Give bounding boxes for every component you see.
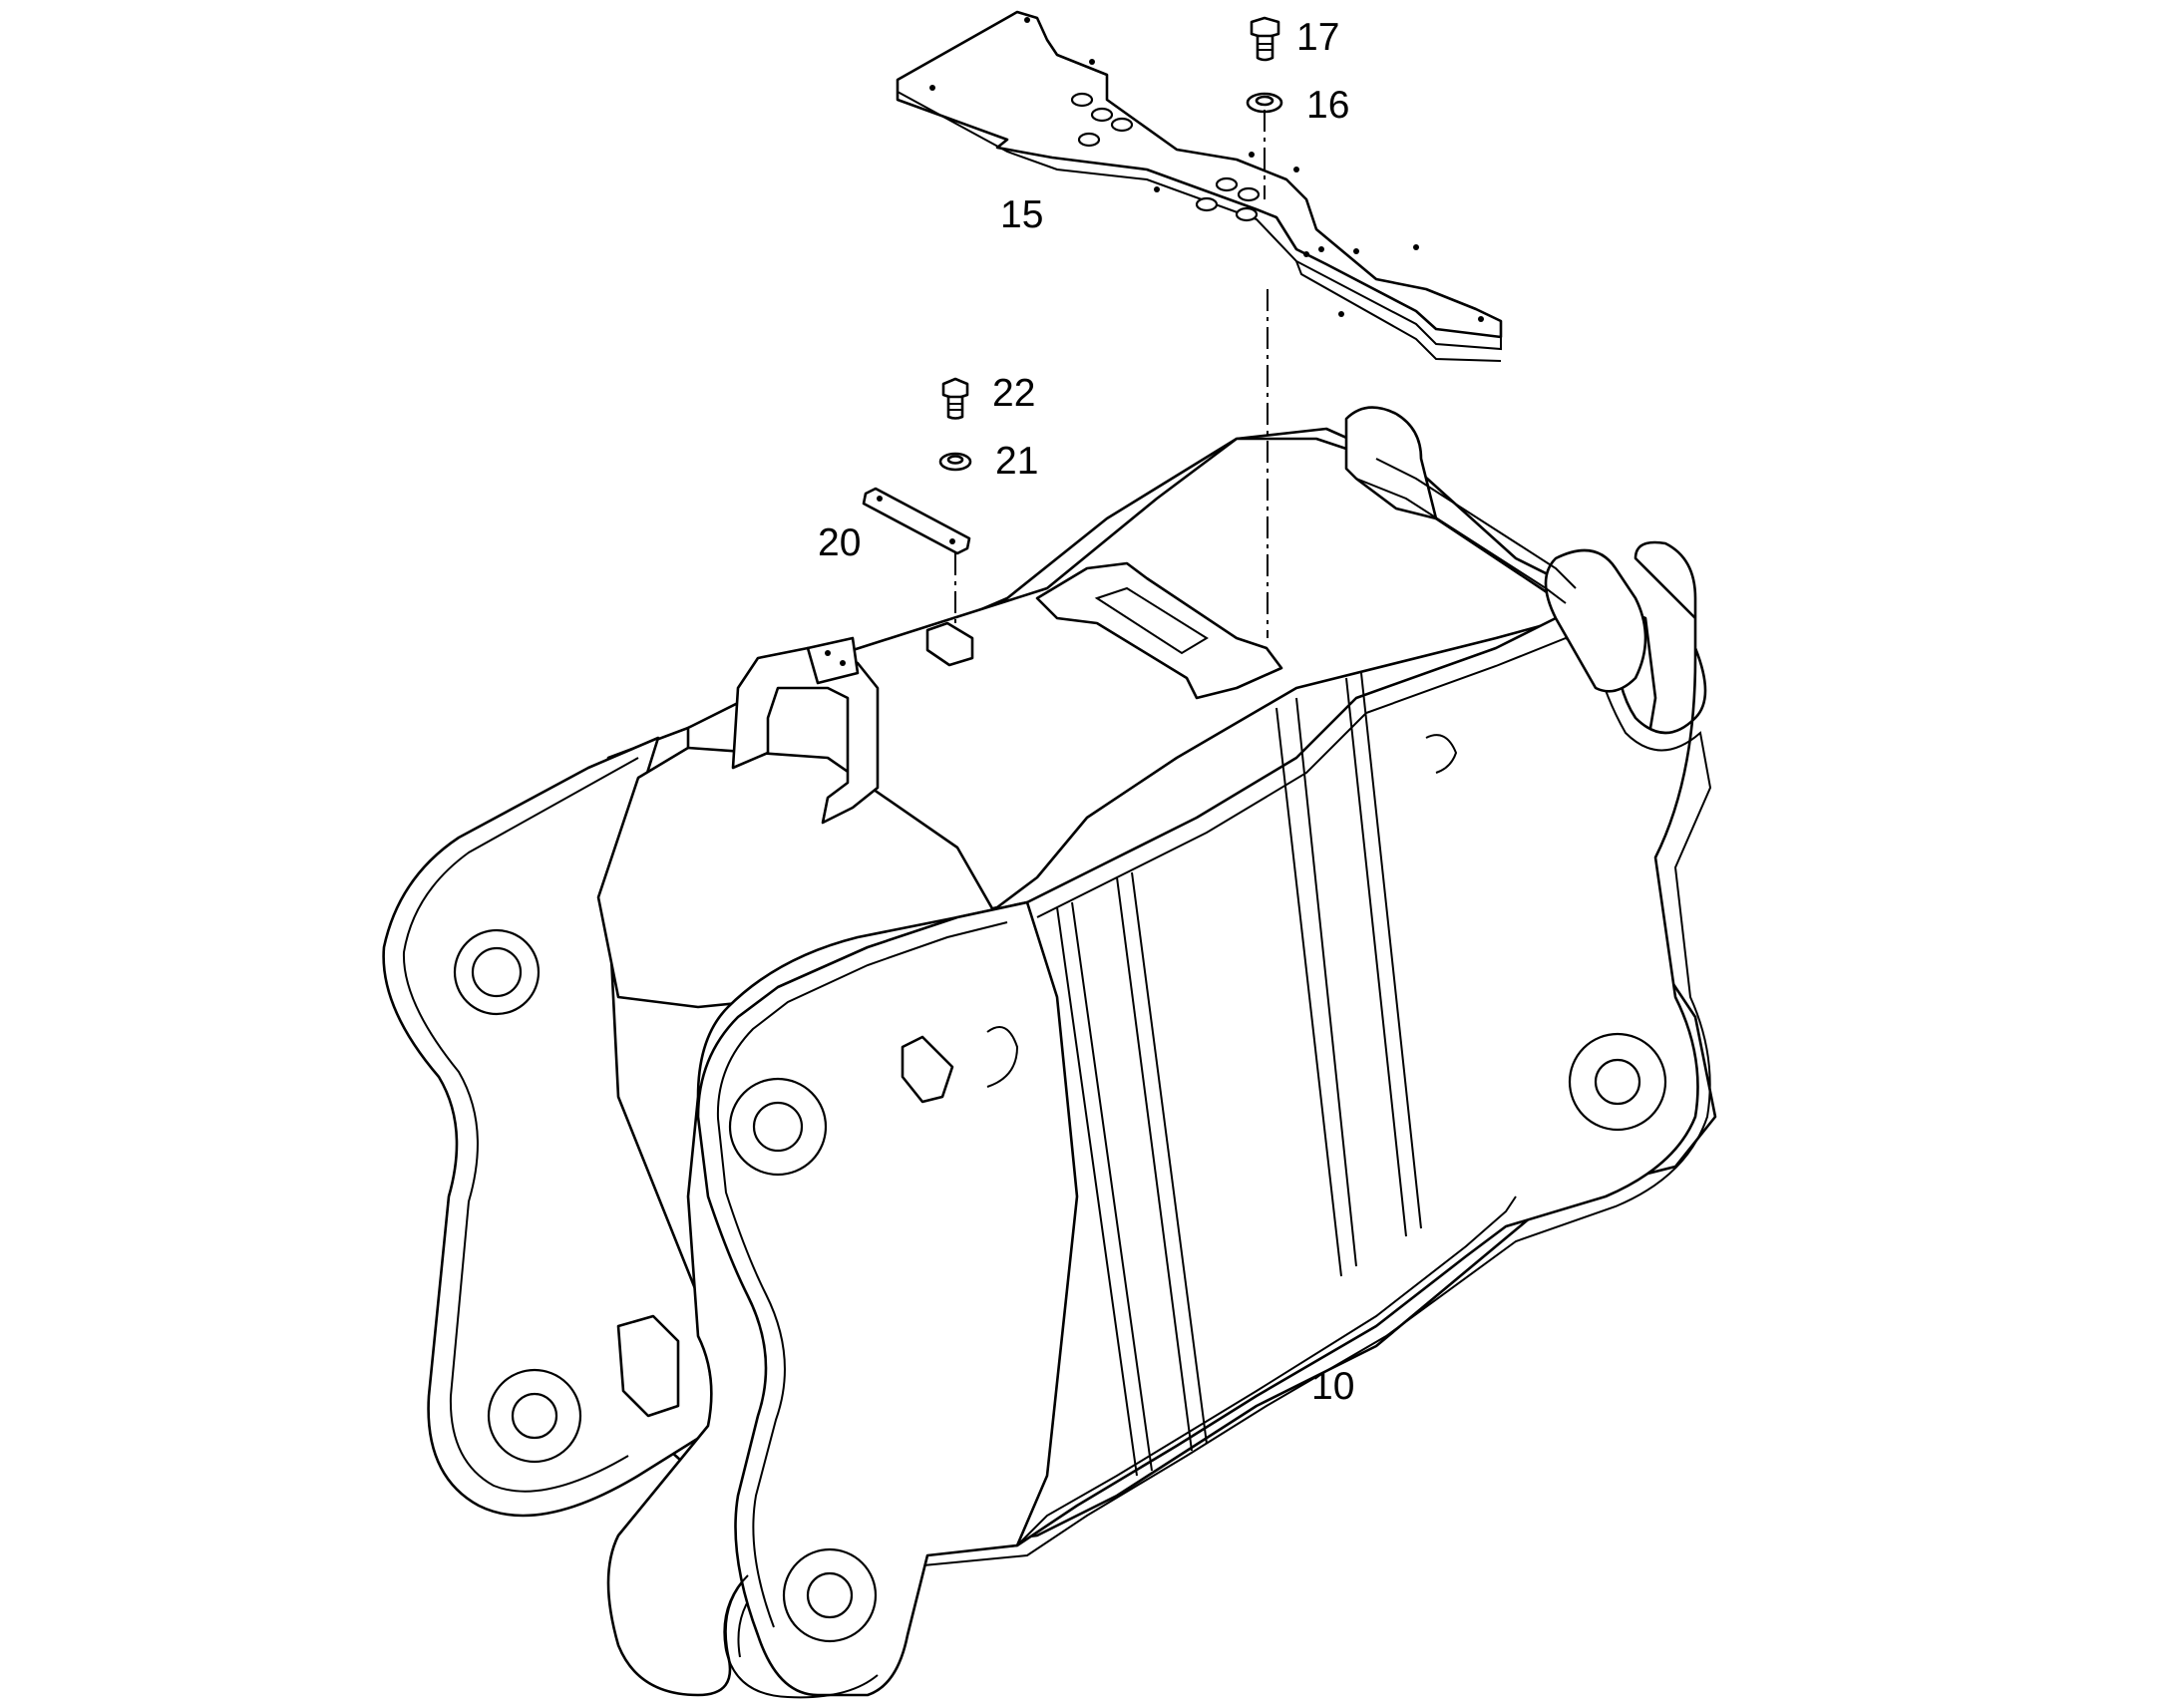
lower-left-pad bbox=[616, 1314, 680, 1418]
top-plate-bolt-4 bbox=[1249, 152, 1255, 158]
top-plate-hole-2 bbox=[1090, 107, 1114, 123]
rib-5 bbox=[1275, 707, 1342, 1277]
lid-mount-frame-slot bbox=[1094, 586, 1209, 655]
strip-20-hole-1 bbox=[877, 496, 883, 502]
bottom-edge bbox=[1016, 1196, 1517, 1546]
rib-6 bbox=[1295, 697, 1357, 1267]
lug-hole-left-top-inner bbox=[471, 946, 523, 998]
bolt-22-head bbox=[941, 377, 969, 401]
strip-20-hole-2 bbox=[949, 538, 955, 544]
top-plate-bolt-3 bbox=[1089, 59, 1095, 65]
rear-hook-lug bbox=[1344, 406, 1438, 520]
front-left-upright bbox=[696, 900, 1079, 1697]
top-plate-hole-5 bbox=[1215, 176, 1239, 192]
bolt-17-thread bbox=[1258, 43, 1272, 51]
washer-21-inner bbox=[946, 455, 964, 465]
rib-2 bbox=[1071, 901, 1153, 1472]
lug-hole-left-bottom-inner bbox=[511, 1392, 558, 1440]
top-plate-bolt-12 bbox=[1338, 311, 1344, 317]
top-plate-hole-7 bbox=[1195, 196, 1219, 212]
top-plate-bolt-2 bbox=[1024, 17, 1030, 23]
callout-20: 20 bbox=[818, 521, 861, 564]
bolt-17-shank bbox=[1256, 34, 1274, 62]
top-plate-bolt-6 bbox=[1154, 186, 1160, 192]
top-plate-bolt-7 bbox=[1303, 251, 1309, 257]
rear-rail bbox=[1375, 458, 1577, 589]
lid-handle-bolt-2 bbox=[840, 660, 846, 666]
callout-10: 10 bbox=[1311, 1365, 1354, 1408]
top-plate-bolt-1 bbox=[929, 85, 935, 91]
top-plate-assembly bbox=[896, 10, 1503, 638]
strip-mount-block bbox=[925, 621, 974, 667]
callout-21: 21 bbox=[995, 440, 1038, 483]
top-plate-thickness bbox=[897, 91, 1502, 351]
strip-20 bbox=[862, 487, 971, 555]
rib-3 bbox=[1116, 876, 1193, 1452]
front-lug-lower-curve bbox=[723, 1574, 879, 1699]
top-plate-bottom-edge bbox=[1295, 260, 1502, 362]
lug-hole-front-top-inner bbox=[752, 1101, 804, 1153]
top-plate-bolt-5 bbox=[1293, 167, 1299, 172]
lid-handle-plate bbox=[806, 636, 860, 685]
callout-22: 22 bbox=[992, 372, 1035, 415]
small-fasteners bbox=[862, 377, 972, 623]
bolt-22-shank bbox=[946, 395, 964, 420]
bolt-22-thread bbox=[948, 403, 962, 411]
lid-handle-bolt-1 bbox=[825, 650, 831, 656]
bolt-17-head bbox=[1250, 16, 1280, 40]
top-plate-hole-4 bbox=[1077, 132, 1101, 148]
top-plate-hole-6 bbox=[1237, 186, 1261, 202]
front-left-upright-inner bbox=[716, 921, 1008, 1628]
lug-hole-front-bottom-inner bbox=[806, 1571, 854, 1619]
top-plate-hole-3 bbox=[1110, 117, 1134, 133]
top-plate-bolt-10 bbox=[1413, 244, 1419, 250]
callout-15: 15 bbox=[1000, 193, 1043, 236]
callout-16: 16 bbox=[1306, 84, 1349, 127]
frame-assembly bbox=[382, 406, 1717, 1699]
rib-8 bbox=[1360, 672, 1422, 1229]
right-hook-lug bbox=[1544, 548, 1647, 693]
callout-17: 17 bbox=[1296, 16, 1339, 59]
top-plate-bolt-8 bbox=[1318, 246, 1324, 252]
lug-hole-right-inner bbox=[1594, 1058, 1641, 1106]
top-plate-bolt-9 bbox=[1353, 248, 1359, 254]
rib-7 bbox=[1345, 677, 1407, 1237]
front-side-plate-inner bbox=[737, 636, 1712, 1658]
top-plate-hole-8 bbox=[1235, 206, 1259, 222]
top-plate-hole-1 bbox=[1070, 92, 1094, 108]
washer-16-inner bbox=[1255, 95, 1274, 107]
top-fasteners bbox=[1246, 16, 1283, 199]
front-hook-mark bbox=[986, 1026, 1019, 1088]
top-plate bbox=[896, 10, 1503, 339]
front-pad bbox=[901, 1035, 954, 1104]
right-hook-mark bbox=[1425, 734, 1458, 774]
rib-4 bbox=[1131, 871, 1208, 1445]
top-plate-bolt-11 bbox=[1478, 316, 1484, 322]
rear-rail-2 bbox=[1355, 478, 1567, 604]
left-side-plate-back-inner bbox=[402, 757, 639, 1493]
rib-1 bbox=[1056, 906, 1138, 1477]
